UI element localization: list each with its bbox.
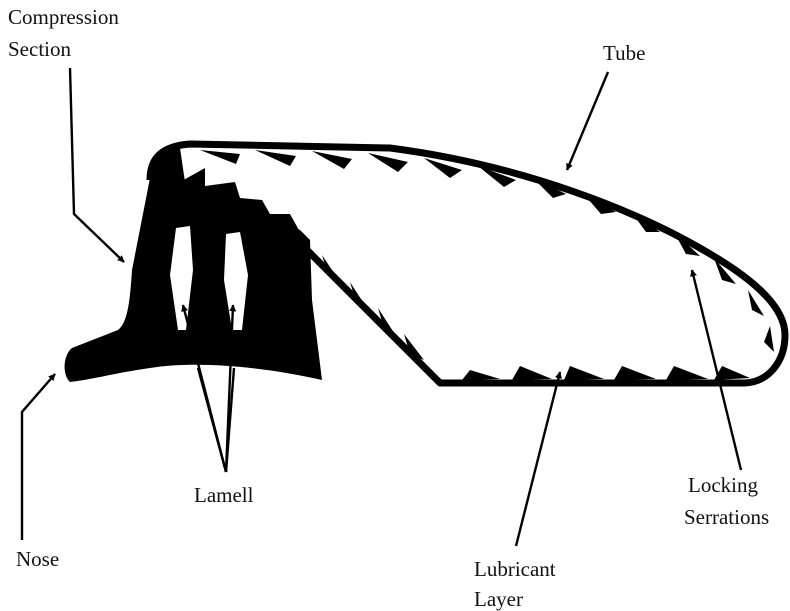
tube-leader xyxy=(567,72,608,170)
lamell-leader-3 xyxy=(198,368,226,472)
locking-leader xyxy=(692,270,741,470)
label-locking-line2: Serrations xyxy=(684,505,769,529)
tube-serrations-diagonal xyxy=(322,255,424,360)
label-lamell: Lamell xyxy=(194,483,254,507)
tube-serrations-bottom xyxy=(462,366,750,380)
compression-leader xyxy=(70,68,124,262)
label-lubricant-line1: Lubricant xyxy=(474,557,556,581)
nose-leader xyxy=(22,374,55,540)
labels: Compression Section Tube Lamell Nose Loc… xyxy=(8,5,769,611)
label-locking-line1: Locking xyxy=(688,473,758,497)
label-nose: Nose xyxy=(16,547,59,571)
label-compression-line1: Compression xyxy=(8,5,119,29)
label-compression-line2: Section xyxy=(8,37,71,61)
label-lubricant-line2: Layer xyxy=(474,587,523,611)
lubricant-leader xyxy=(516,372,560,546)
label-tube: Tube xyxy=(603,41,645,65)
